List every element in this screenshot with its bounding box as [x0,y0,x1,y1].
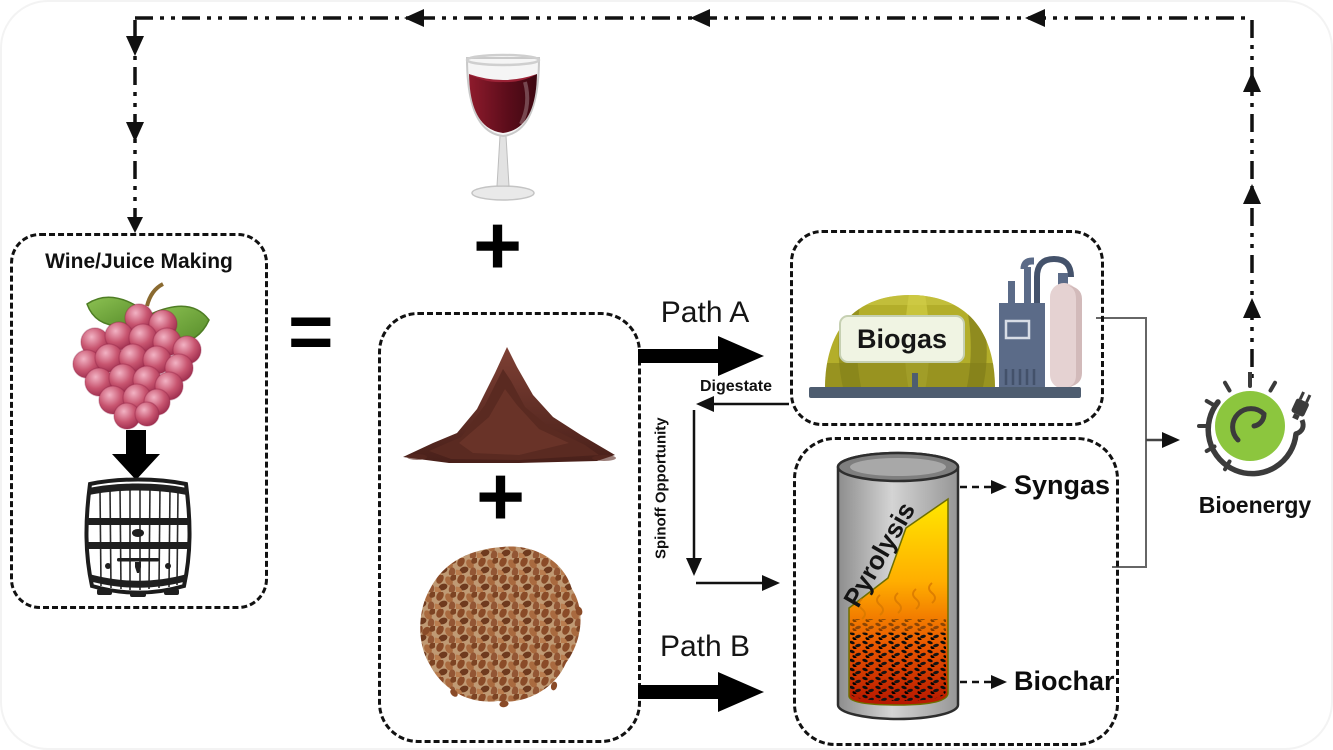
path-b-arrow [638,672,764,712]
down-arrow-icon [112,430,160,480]
loop-arrowhead [1025,9,1045,27]
pomace-powder-icon [403,347,616,463]
biochar-label: Biochar [1014,666,1115,696]
spinoff-label: Spinoff Opportunity [652,417,670,559]
loop-arrowhead [404,9,424,27]
plus-sign-middle: + [476,449,526,543]
digestate-label: Digestate [700,378,773,395]
plug-icon [1291,391,1312,421]
bioenergy-icon [1197,372,1312,477]
wine-glass-icon [465,53,541,201]
wine-making-title: Wine/Juice Making [45,250,233,273]
loop-arrowhead [1243,72,1261,92]
bioenergy-arrowhead [1162,432,1180,448]
loop-arrowhead [126,36,144,56]
biogas-label: Biogas [856,323,948,354]
loop-arrowhead [690,9,710,27]
loop-arrowhead [127,217,143,233]
loop-arrowhead [1243,184,1261,204]
loop-arrowhead [1243,298,1261,318]
barrel-icon [84,477,192,597]
path-a-label: Path A [660,296,750,329]
grapes-icon [72,282,210,430]
wine-making-box: Wine/Juice Making [10,233,268,609]
byproducts-box: + [378,312,641,743]
syngas-arrowhead [991,480,1007,494]
pyrolysis-reactor-icon: Pyrolysis [836,451,960,721]
spinoff-arrowhead-right [762,575,780,591]
equals-sign: = [288,287,334,375]
plus-sign-top: + [473,198,523,292]
biogas-label-chip: Biogas [839,315,965,363]
bioenergy-label: Bioenergy [1198,492,1312,518]
loop-arrowhead [126,122,144,142]
biochar-arrowhead [991,675,1007,689]
pyrolysis-box: Pyrolysis Syngas Biochar [793,437,1119,746]
syngas-label: Syngas [1014,470,1111,500]
digestate-arrowhead [696,396,714,412]
path-b-label: Path B [659,630,751,663]
biogas-box: Biogas [790,230,1104,426]
spinoff-arrowhead-down [686,558,702,576]
energy-connector [1096,317,1147,568]
path-a-arrow [638,336,764,376]
grape-seeds-icon [420,546,583,708]
